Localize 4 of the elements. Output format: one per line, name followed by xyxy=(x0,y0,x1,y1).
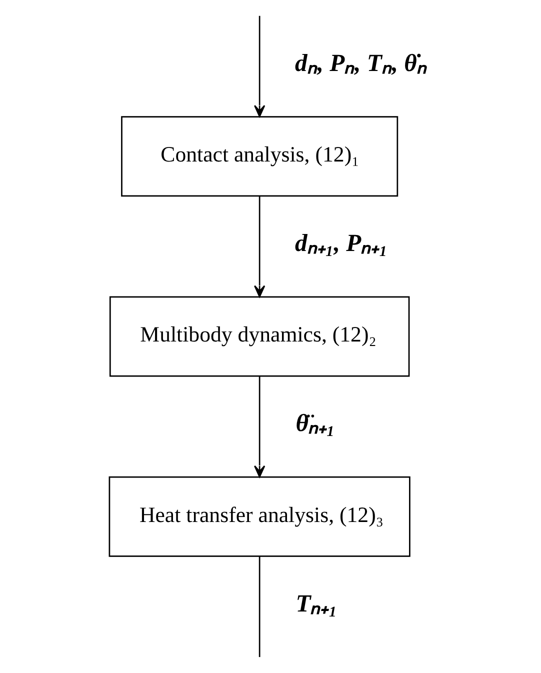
edge-label: Tₙ₊₁ xyxy=(296,590,338,618)
edge-label: dₙ₊₁, Pₙ₊₁ xyxy=(295,230,388,258)
edge-label: θ̈ₙ₊₁ xyxy=(296,410,336,438)
edge-label: dₙ, Pₙ, Tₙ, θ̇ₙ xyxy=(295,50,427,77)
